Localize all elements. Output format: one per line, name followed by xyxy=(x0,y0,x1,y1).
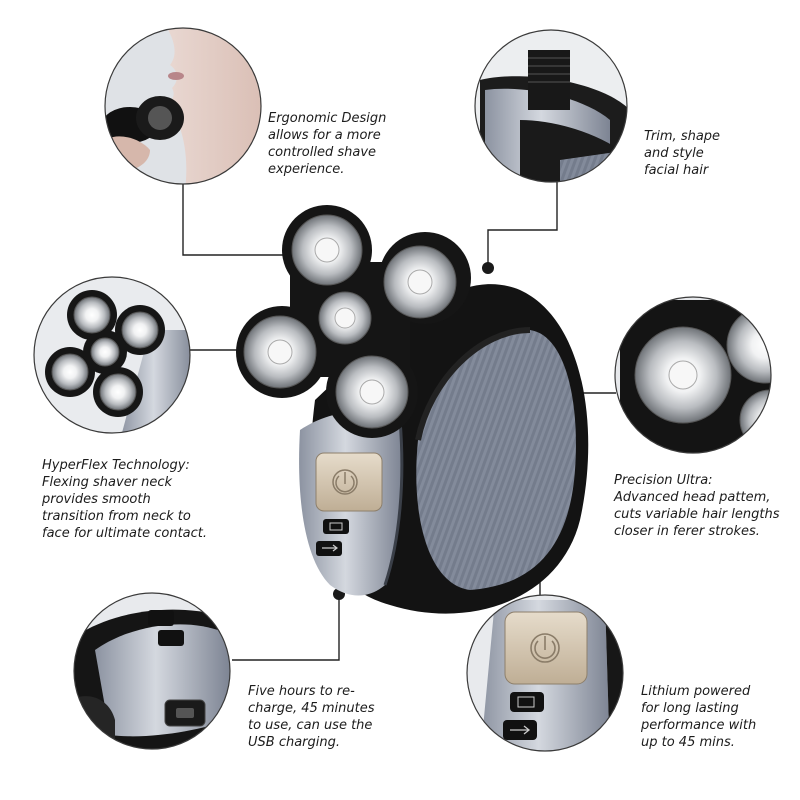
callout-line: transition from neck to xyxy=(42,509,191,524)
main-shaver xyxy=(236,205,589,614)
shaver-foils xyxy=(243,214,457,429)
callout-ergonomic: Ergonomic Design allows for a more contr… xyxy=(268,110,386,178)
callout-line: closer in ferer strokes. xyxy=(614,524,760,539)
callout-line: and style xyxy=(644,146,704,161)
callout-line: USB charging. xyxy=(248,735,341,750)
callout-line: Five hours to re- xyxy=(248,684,355,699)
callout-charging: Five hours to re- charge, 45 minutes to … xyxy=(248,683,375,751)
callout-lithium: Lithium powered for long lasting perform… xyxy=(641,683,756,751)
battery-indicator-icon xyxy=(323,519,349,534)
callout-line: charge, 45 minutes xyxy=(248,701,375,716)
inset-charging-photo xyxy=(74,593,230,749)
callout-line: performance with xyxy=(641,718,757,733)
inset-trimmer-photo xyxy=(475,30,627,182)
callout-line: experience. xyxy=(268,162,345,177)
callout-line: Flexing shaver neck xyxy=(42,475,173,490)
callout-line: Ergonomic Design xyxy=(268,111,387,126)
callout-line: Trim, shape xyxy=(644,129,721,144)
callout-line: HyperFlex Technology: xyxy=(42,458,190,473)
callout-line: facial hair xyxy=(644,163,709,178)
callout-precision: Precision Ultra: Advanced head pattem, c… xyxy=(614,472,779,540)
callout-line: allows for a more xyxy=(268,128,381,143)
callout-line: to use, can use the xyxy=(248,718,373,733)
callout-trim: Trim, shape and style facial hair xyxy=(644,128,720,179)
inset-ergonomic-photo xyxy=(105,28,261,184)
callout-hyperflex: HyperFlex Technology: Flexing shaver nec… xyxy=(42,457,207,542)
callout-line: controlled shave xyxy=(268,145,377,160)
callout-line: provides smooth xyxy=(42,492,151,507)
inset-hyperflex-photo xyxy=(34,277,190,433)
callout-line: face for ultimate contact. xyxy=(42,526,208,541)
callout-line: cuts variable hair lengths xyxy=(614,507,780,522)
callout-line: for long lasting xyxy=(641,701,739,716)
callout-line: Advanced head pattem, xyxy=(614,490,771,505)
callout-line: Lithium powered xyxy=(641,684,751,699)
callout-line: Precision Ultra: xyxy=(614,473,713,488)
callout-line: up to 45 mins. xyxy=(641,735,735,750)
power-button xyxy=(315,452,383,512)
